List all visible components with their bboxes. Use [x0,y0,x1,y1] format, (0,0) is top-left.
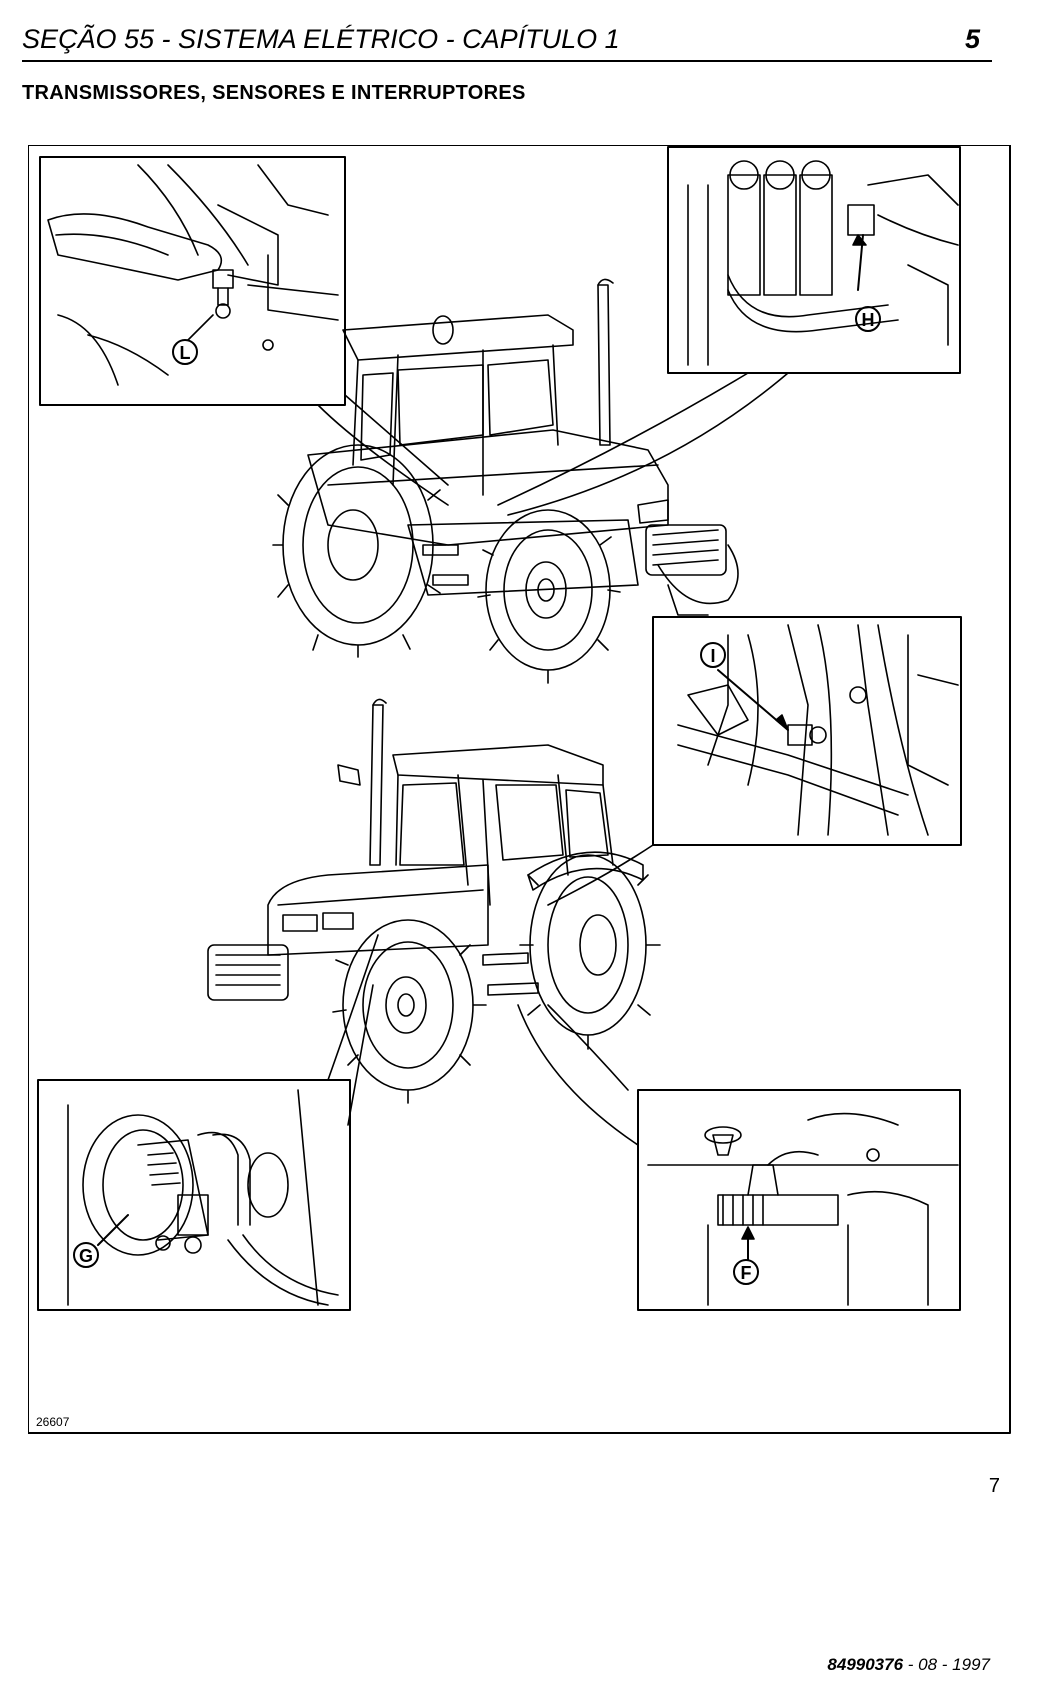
figure-number: 7 [988,1475,1000,1497]
page-subtitle: TRANSMISSORES, SENSORES E INTERRUPTORES [22,82,526,104]
figure-frame [28,145,1011,1434]
section-title: SEÇÃO 55 - SISTEMA ELÉTRICO - CAPÍTULO 1 [22,24,620,54]
tractor-top [272,278,739,684]
tractor-bottom [207,698,661,1104]
inset-I: I [652,616,962,846]
callout-I: I [710,646,715,666]
technical-illustration: L H [28,145,1011,1434]
page-footer: 84990376 - 08 - 1997 [827,1655,990,1675]
callout-G: G [79,1246,93,1266]
drawing-number: 26607 [36,1415,70,1429]
inset-F: F [637,1089,961,1311]
document-number: 84990376 [827,1655,904,1674]
document-date: - 08 - 1997 [903,1655,990,1674]
callout-F: F [741,1263,752,1283]
callout-H: H [862,310,875,330]
inset-H: H [667,146,961,374]
page-number: 5 [964,24,980,54]
inset-G: G [37,1079,351,1311]
page-header: SEÇÃO 55 - SISTEMA ELÉTRICO - CAPÍTULO 1… [22,22,992,62]
callout-L: L [180,343,191,363]
inset-L: L [39,156,346,406]
